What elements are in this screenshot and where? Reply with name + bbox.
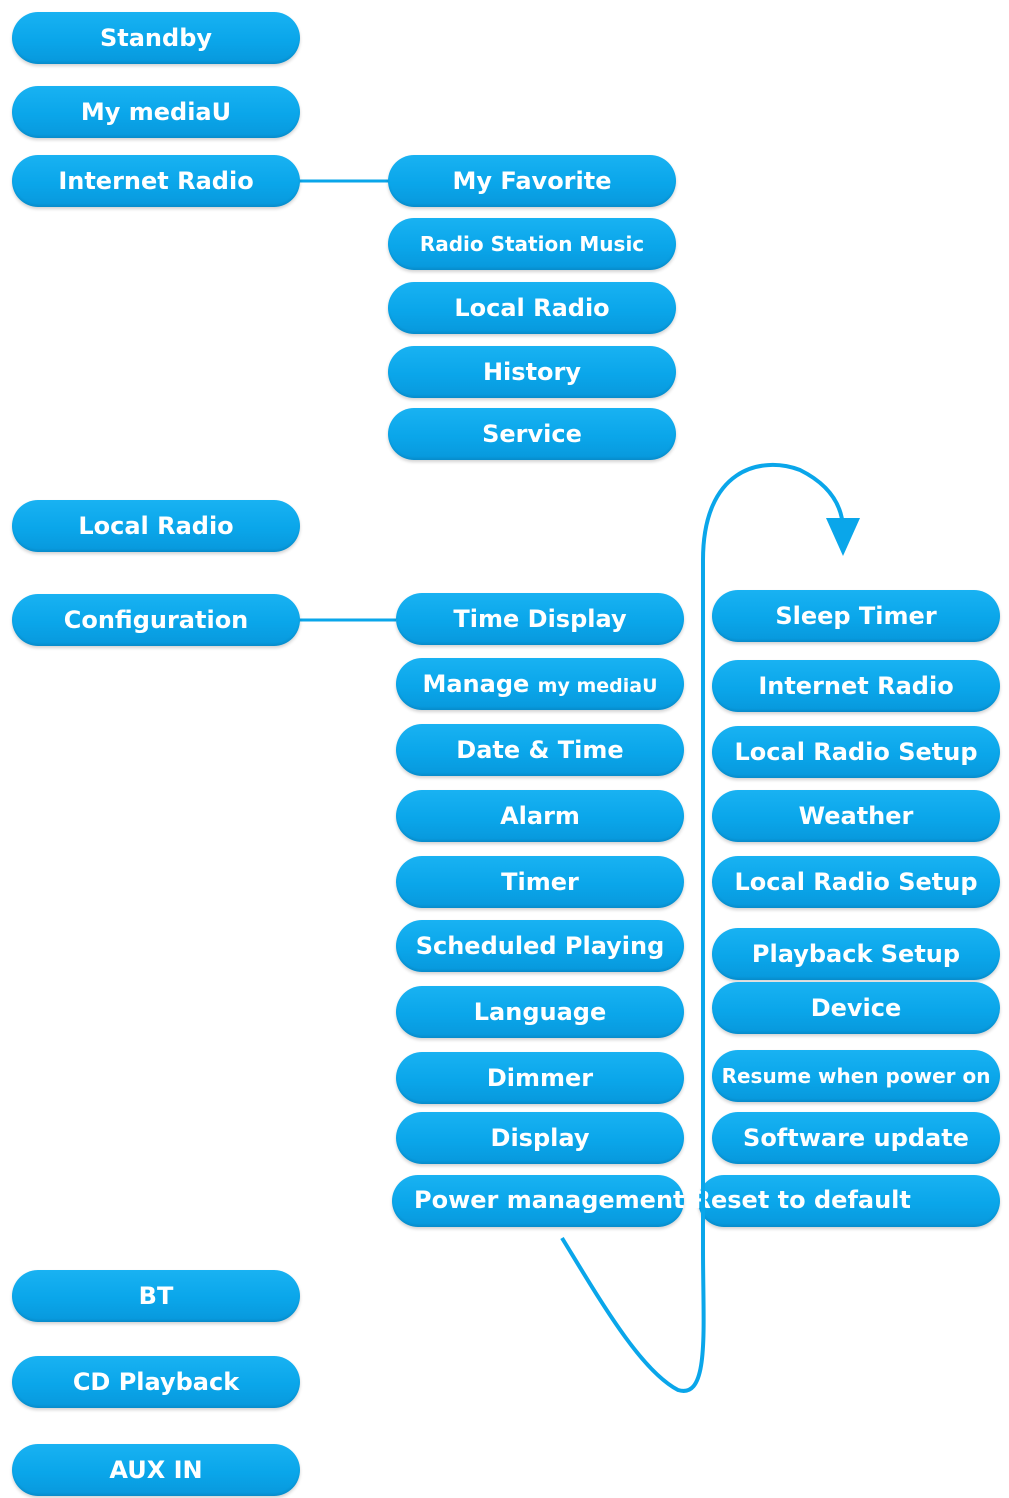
config-manage-my-mediau[interactable]: Manage my mediaU — [396, 658, 684, 710]
flow-arrowhead-icon — [826, 518, 860, 556]
config-scheduled-playing[interactable]: Scheduled Playing — [396, 920, 684, 972]
menu-internet-radio[interactable]: Internet Radio — [12, 155, 300, 207]
menu-configuration[interactable]: Configuration — [12, 594, 300, 646]
config-date-time[interactable]: Date & Time — [396, 724, 684, 776]
menu-standby[interactable]: Standby — [12, 12, 300, 64]
submenu-radio-station-music[interactable]: Radio Station Music — [388, 218, 676, 270]
config-display[interactable]: Display — [396, 1112, 684, 1164]
menu-cd-playback[interactable]: CD Playback — [12, 1356, 300, 1408]
config-timer[interactable]: Timer — [396, 856, 684, 908]
menu-aux-in[interactable]: AUX IN — [12, 1444, 300, 1496]
config-software-update[interactable]: Software update — [712, 1112, 1000, 1164]
config-reset-to-default[interactable] — [698, 1175, 1000, 1227]
submenu-service[interactable]: Service — [388, 408, 676, 460]
config-resume-when-power-on[interactable]: Resume when power on — [712, 1050, 1000, 1102]
config-local-radio-setup-2[interactable]: Local Radio Setup — [712, 856, 1000, 908]
submenu-history[interactable]: History — [388, 346, 676, 398]
menu-local-radio[interactable]: Local Radio — [12, 500, 300, 552]
config-time-display[interactable]: Time Display — [396, 593, 684, 645]
config-power-management[interactable] — [392, 1175, 684, 1227]
config-local-radio-setup-1[interactable]: Local Radio Setup — [712, 726, 1000, 778]
config-sleep-timer[interactable]: Sleep Timer — [712, 590, 1000, 642]
config-device[interactable]: Device — [712, 982, 1000, 1034]
config-weather[interactable]: Weather — [712, 790, 1000, 842]
menu-my-mediau[interactable]: My mediaU — [12, 86, 300, 138]
config-dimmer[interactable]: Dimmer — [396, 1052, 684, 1104]
submenu-local-radio[interactable]: Local Radio — [388, 282, 676, 334]
menu-bt[interactable]: BT — [12, 1270, 300, 1322]
config-internet-radio[interactable]: Internet Radio — [712, 660, 1000, 712]
config-language[interactable]: Language — [396, 986, 684, 1038]
config-playback-setup[interactable]: Playback Setup — [712, 928, 1000, 980]
config-alarm[interactable]: Alarm — [396, 790, 684, 842]
submenu-my-favorite[interactable]: My Favorite — [388, 155, 676, 207]
